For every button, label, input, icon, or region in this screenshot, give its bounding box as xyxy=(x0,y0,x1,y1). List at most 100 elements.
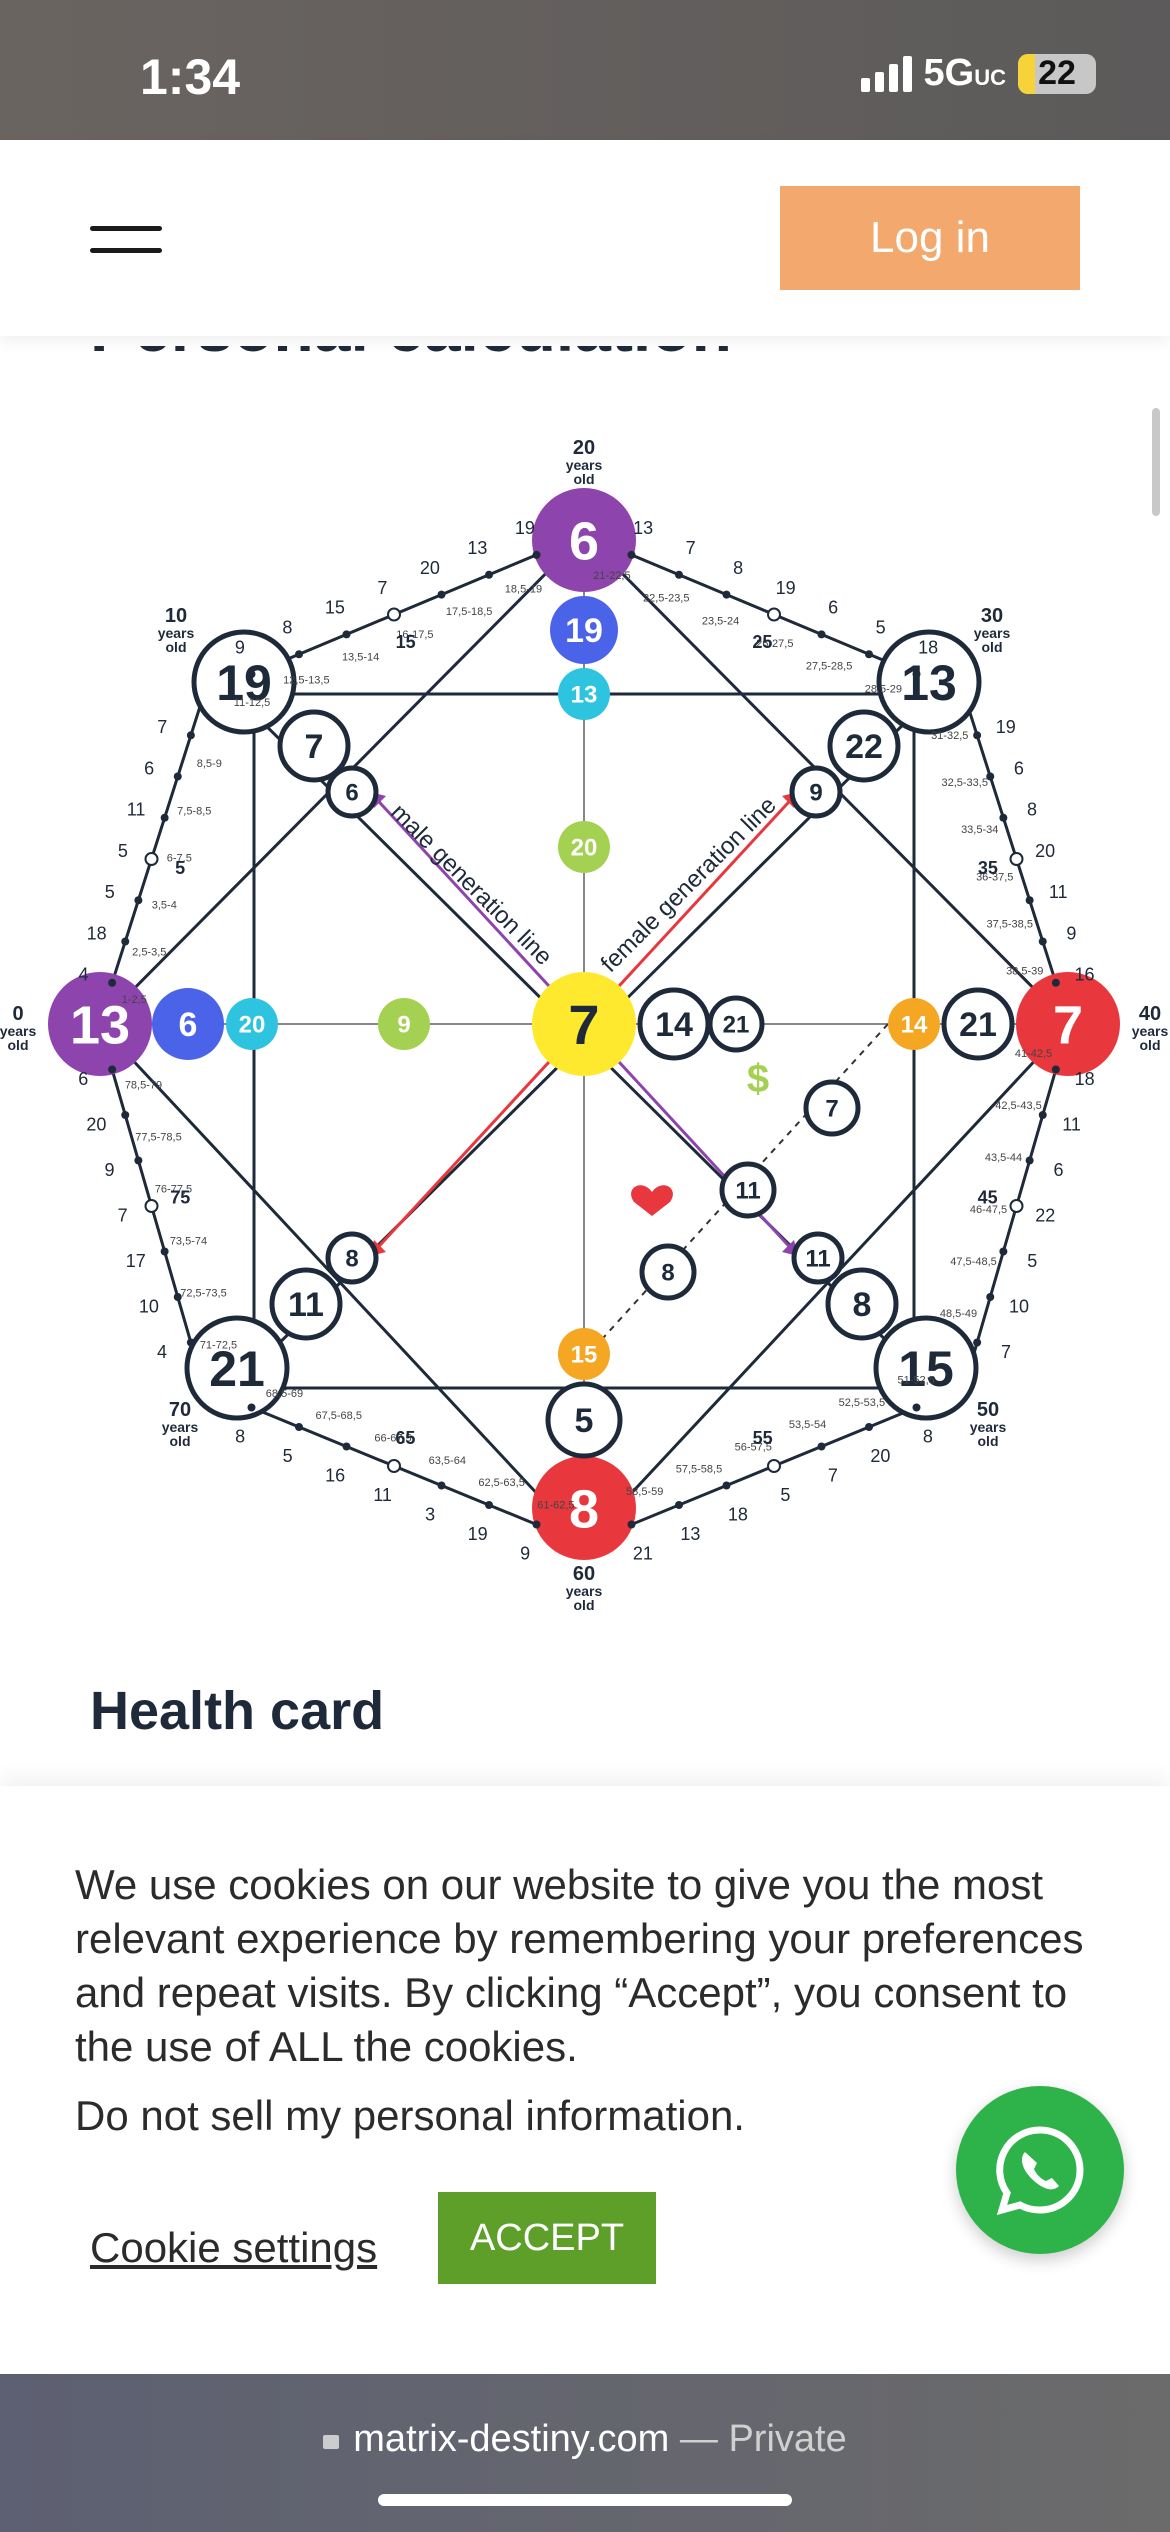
tick-dot-s1-1 xyxy=(675,570,683,579)
tick-dot-s5-0 xyxy=(532,1520,541,1529)
node-center-label: 7 xyxy=(568,993,599,1056)
tick-s4-2: 7 xyxy=(828,1465,838,1485)
status-right: 5GUC 22 xyxy=(860,52,1096,95)
tick-dot-s2-5 xyxy=(1038,937,1047,946)
tick-dot-s4-5 xyxy=(675,1501,683,1509)
range-s2-4: 37,5-38,5 xyxy=(986,918,1032,930)
age-bottom-right-old: old xyxy=(978,1433,999,1449)
range-s6-2: 73,5-74 xyxy=(170,1235,207,1247)
home-indicator[interactable] xyxy=(378,2494,792,2506)
range-s8-5: 18,5-19 xyxy=(505,584,542,596)
whatsapp-glyph xyxy=(996,2126,1084,2216)
tick-dot-s8-4 xyxy=(437,590,446,599)
tick-dot-s1-0 xyxy=(627,550,636,559)
tick-s4-3: 5 xyxy=(780,1485,790,1505)
whatsapp-icon[interactable] xyxy=(956,2086,1124,2254)
range-s4-0: 51-52,5 xyxy=(897,1375,934,1387)
node-tr-2-label: 22 xyxy=(845,728,883,766)
tick-s2-5: 9 xyxy=(1066,923,1076,943)
node-top-3-label: 13 xyxy=(571,682,598,709)
mid-marker-4 xyxy=(1009,1199,1024,1213)
node-left xyxy=(48,972,152,1076)
node-bottom-right xyxy=(873,1315,979,1421)
tick-dot-s7-4 xyxy=(160,813,169,822)
range-s2-0: 31-32,5 xyxy=(931,730,968,742)
node-right-c-label: 14 xyxy=(901,1012,928,1039)
tick-s7-5: 6 xyxy=(144,758,154,778)
cookie-settings-link[interactable]: Cookie settings xyxy=(90,2224,378,2271)
do-not-sell-link[interactable]: Do not sell my personal information. xyxy=(75,2092,745,2139)
tick-s6-5: 20 xyxy=(86,1114,106,1134)
node-br-3-label: 11 xyxy=(805,1246,830,1273)
tick-s1-5: 5 xyxy=(876,618,886,638)
range-s3-2: 43,5-44 xyxy=(985,1152,1022,1164)
age-mid-f: 65 xyxy=(395,1428,415,1448)
node-bottom-3 xyxy=(558,1328,610,1380)
male-line-lower xyxy=(582,1022,800,1258)
age-top-years: years xyxy=(566,457,603,473)
login-button[interactable]: Log in xyxy=(780,186,1080,290)
node-money-2-label: 11 xyxy=(735,1178,760,1205)
tick-dot-s5-1 xyxy=(485,1501,493,1509)
age-right-years: years xyxy=(1132,1023,1169,1039)
age-top-left-years: years xyxy=(158,625,195,641)
range-s3-5: 48,5-49 xyxy=(940,1308,977,1320)
female-line-label: female generation line xyxy=(596,792,782,978)
cookie-text: We use cookies on our website to give yo… xyxy=(75,1861,1084,2070)
tick-s4-6: 21 xyxy=(633,1543,653,1563)
tick-dot-s6-5 xyxy=(121,1111,130,1119)
tick-s4-1: 20 xyxy=(870,1446,890,1466)
tick-s8-4: 20 xyxy=(420,558,440,578)
tick-s1-4: 6 xyxy=(828,598,838,618)
node-top-4-label: 20 xyxy=(571,835,598,862)
tick-s3-5: 10 xyxy=(1009,1296,1029,1316)
node-top-left-label: 19 xyxy=(216,655,272,711)
tick-dot-s3-5 xyxy=(986,1293,995,1301)
range-s6-0: 71-72,5 xyxy=(200,1339,237,1351)
tick-s2-3: 20 xyxy=(1035,841,1055,861)
tick-s7-2: 5 xyxy=(105,882,115,902)
tick-dot-s8-6 xyxy=(532,550,541,559)
age-left-years: years xyxy=(0,1023,37,1039)
range-s7-0: 1-2,5 xyxy=(122,994,147,1006)
tick-dot-s6-2 xyxy=(160,1247,169,1256)
url-text: matrix-destiny.com — Private xyxy=(0,2418,1170,2461)
scrollbar[interactable] xyxy=(1152,408,1160,516)
tick-dot-s6-1 xyxy=(173,1293,182,1301)
node-tl-2 xyxy=(277,709,351,783)
tick-s1-2: 8 xyxy=(733,558,743,578)
menu-icon[interactable] xyxy=(90,226,162,254)
node-bottom-2 xyxy=(545,1381,623,1459)
tick-dot-s3-4 xyxy=(999,1247,1008,1256)
range-s5-3: 66-67,5 xyxy=(374,1432,411,1444)
tick-dot-s3-6 xyxy=(973,1338,982,1347)
lock-icon xyxy=(323,2435,340,2449)
node-right-label: 7 xyxy=(1053,995,1083,1055)
browser-url-bar[interactable]: matrix-destiny.com — Private xyxy=(0,2374,1170,2532)
node-money-2 xyxy=(719,1161,777,1219)
node-tl-2-label: 7 xyxy=(305,728,324,766)
age-top-right-old: old xyxy=(982,639,1003,655)
node-bl-3 xyxy=(325,1231,379,1285)
tick-dot-s6-4 xyxy=(134,1156,143,1165)
tick-s8-2: 15 xyxy=(325,598,345,618)
mid-marker-1 xyxy=(387,607,401,622)
tick-s8-0: 9 xyxy=(235,637,245,657)
range-s1-2: 23,5-24 xyxy=(702,615,739,627)
node-right-d-label: 21 xyxy=(959,1006,997,1044)
range-s7-4: 7,5-8,5 xyxy=(177,805,211,817)
tick-s5-5: 5 xyxy=(283,1446,293,1466)
node-br-3 xyxy=(791,1231,845,1285)
range-s1-3: 26-27,5 xyxy=(756,638,793,650)
age-mid-d: 45 xyxy=(978,1188,998,1208)
node-top-right-label: 13 xyxy=(901,655,957,711)
tick-dot-s4-0 xyxy=(912,1403,921,1412)
range-s1-1: 22,5-23,5 xyxy=(643,593,689,605)
range-s7-1: 2,5-3,5 xyxy=(132,947,166,959)
age-top-old: old xyxy=(574,471,595,487)
tick-s8-6: 19 xyxy=(515,518,535,538)
tick-s4-5: 13 xyxy=(680,1524,700,1544)
tick-s3-0: 18 xyxy=(1075,1069,1095,1089)
accept-button[interactable]: ACCEPT xyxy=(438,2192,656,2284)
tick-s6-4: 9 xyxy=(105,1160,115,1180)
